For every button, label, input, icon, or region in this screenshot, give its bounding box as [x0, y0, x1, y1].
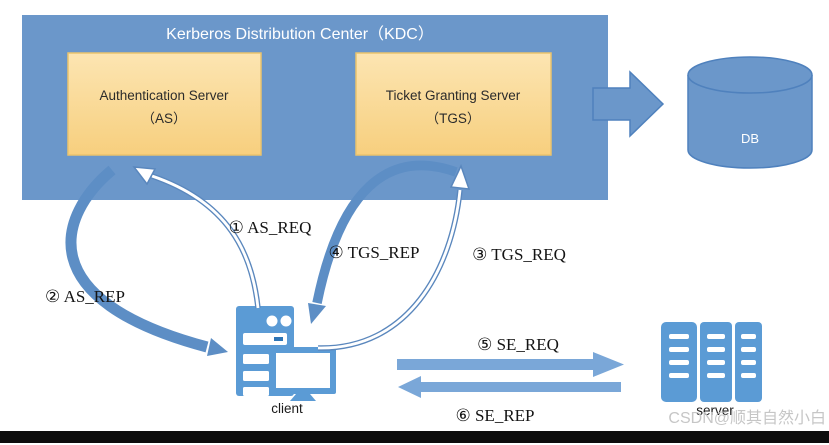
- authentication-server-box: [67, 52, 262, 156]
- db-cylinder-icon: DB: [687, 56, 813, 169]
- flow-label-tgs-req: ③ TGS_REQ: [472, 245, 566, 264]
- se-rep-arrow: [398, 376, 621, 398]
- as-box-line1: Authentication Server: [99, 88, 229, 103]
- client-icon: [236, 306, 336, 401]
- kdc-title: Kerberos Distribution Center（KDC）: [166, 25, 434, 43]
- tgs-req-arrow: [317, 164, 471, 351]
- ticket-granting-server-box: [355, 52, 552, 156]
- se-req-arrow: [397, 352, 624, 377]
- tgs-box-line1: Ticket Granting Server: [386, 88, 521, 103]
- flow-label-se-rep: ⑥ SE_REP: [455, 406, 534, 425]
- as-rep-arrow: [65, 165, 228, 356]
- flow-label-as-req: ① AS_REQ: [229, 218, 312, 237]
- tgs-rep-arrow: [308, 160, 458, 324]
- bottom-bar: [0, 431, 829, 443]
- as-req-arrow: [132, 166, 261, 309]
- server-icon: [661, 322, 762, 402]
- flow-label-as-rep: ② AS_REP: [45, 287, 125, 306]
- client-label: client: [271, 401, 303, 416]
- tgs-box-line2: （TGS）: [426, 111, 481, 126]
- flow-label-se-req: ⑤ SE_REQ: [477, 335, 559, 354]
- as-box-line2: （AS）: [141, 111, 186, 126]
- server-label: server: [696, 403, 734, 418]
- db-label: DB: [741, 131, 759, 146]
- flow-label-tgs-rep: ④ TGS_REP: [329, 243, 420, 262]
- csdn-watermark: CSDN@顺其自然小白: [668, 409, 826, 427]
- kdc-to-db-arrow: [592, 70, 665, 138]
